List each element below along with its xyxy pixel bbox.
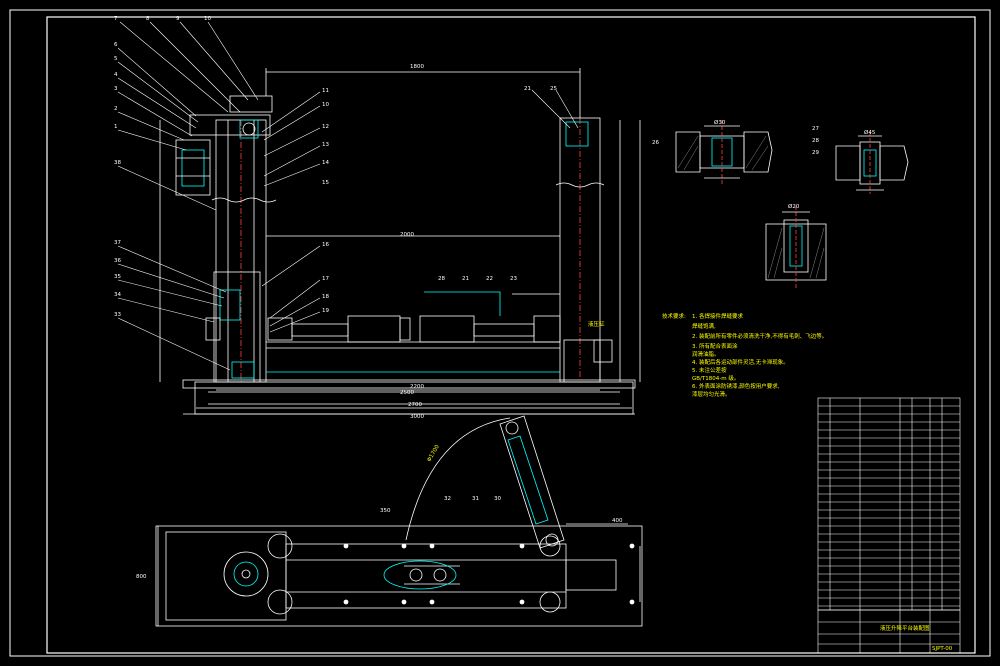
title-block-drawing-no: SJPT-00 [932,646,953,652]
part-label-bottom-2: 32 [444,496,451,502]
notes-line-4: 3. 所有配合表面涂 [692,342,738,350]
part-label-mid-6: 16 [322,242,329,248]
notes-line-7: 5. 未注公差按 [692,366,727,374]
side-label: 液压缸 [588,320,605,328]
detail-dim-1: Ø45 [864,129,876,136]
part-label-left-5: 5 [114,56,118,62]
notes-heading: 技术要求: [662,312,686,320]
notes-line-8: GB/T1804-m 级。 [692,374,739,382]
part-label-left-11: 37 [114,240,121,246]
part-label-mid-3: 13 [322,142,329,148]
detail-dim-0: Ø30 [714,119,726,126]
overall-dim-7: 400 [612,518,623,524]
notes-line-1: 1. 各焊接件焊缝要求 [692,312,743,320]
part-label-left-6: 4 [114,72,118,78]
part-label-cylinder-2: 22 [486,276,493,282]
part-label-left-14: 34 [114,292,121,298]
part-label-bottom-1: 31 [472,496,479,502]
part-label-cylinder-3: 23 [510,276,517,282]
part-label-left-8: 2 [114,106,118,112]
part-label-mid-8: 18 [322,294,329,300]
detail-view-3 [765,206,827,290]
tilted-arm [499,415,565,549]
detail-view-2 [835,132,909,194]
overall-dim-6: 350 [380,508,391,514]
part-label-bottom-0: 30 [494,496,501,502]
arc-label: Φ1700 [427,444,442,463]
overall-dim-8: 800 [136,574,147,580]
notes-line-6: 4. 装配后各运动部件灵活,无卡滞现象。 [692,358,789,366]
bottom-view [155,415,643,627]
part-label-mid-0: 11 [322,88,329,94]
overall-dim-3: 2200 [410,384,424,390]
part-label-left-2: 9 [176,16,180,22]
pivot-hub [223,551,269,597]
part-label-left-9: 1 [114,124,118,130]
part-label-mid-5: 15 [322,180,329,186]
part-label-left-12: 36 [114,258,121,264]
part-label-cylinder-1: 21 [462,276,469,282]
part-label-left-0: 7 [114,16,118,22]
title-block-title: 液压升降平台装配图 [880,624,930,632]
part-label-left-13: 35 [114,274,121,280]
top-drive [189,114,271,136]
inner-border [46,16,976,654]
overall-dim-4: 2000 [400,232,414,238]
motor [175,139,211,196]
part-label-left-3: 10 [204,16,211,22]
notes-line-10: 漆层均匀光滑。 [692,390,731,398]
parts-list [817,397,961,611]
notes-line-9: 6. 外表面涂防锈漆,颜色按用户要求, [692,382,780,390]
part-label-left-1: 8 [146,16,150,22]
part-label-left-10: 38 [114,160,121,166]
part-label-mid-2: 12 [322,124,329,130]
technical-notes: 技术要求: 1. 各焊接件焊缝要求 焊缝饱满, 2. 装配前所有零件必须清洗干净… [662,312,827,398]
notes-line-3: 2. 装配前所有零件必须清洗干净,不得有毛刺、飞边等。 [692,332,827,340]
part-label-right-1: 25 [550,86,557,92]
part-label-cylinder-0: 28 [438,276,445,282]
detail-label-0: 26 [652,140,659,146]
part-label-left-7: 3 [114,86,118,92]
leader-lines [117,21,579,371]
cylinder-right-body [419,315,475,343]
detail-dim-2: Ø20 [788,203,800,210]
front-view [159,68,641,415]
detail-view-1 [675,120,773,184]
overall-dim-0: 3000 [410,414,424,420]
cylinder-left-body [267,317,293,341]
part-label-mid-1: 10 [322,102,329,108]
notes-line-2: 焊缝饱满, [692,322,716,330]
part-label-left-15: 33 [114,312,121,318]
title-block [817,609,961,654]
overall-dim-2: 2500 [400,390,414,396]
outer-border [9,9,991,657]
bottom-frame [155,525,643,627]
detail-label-2: 28 [812,138,819,144]
overall-dim-5: 1800 [410,64,424,70]
detail-label-3: 29 [812,150,819,156]
part-label-left-4: 6 [114,42,118,48]
notes-line-5: 润滑油脂。 [692,350,720,358]
detail-label-1: 27 [812,126,819,132]
part-label-mid-9: 19 [322,308,329,314]
overall-dim-1: 2700 [408,402,422,408]
part-label-mid-4: 14 [322,160,329,166]
part-label-right-0: 21 [524,86,531,92]
part-label-mid-7: 17 [322,276,329,282]
base-plate [182,379,636,389]
swing-arc [405,417,511,541]
